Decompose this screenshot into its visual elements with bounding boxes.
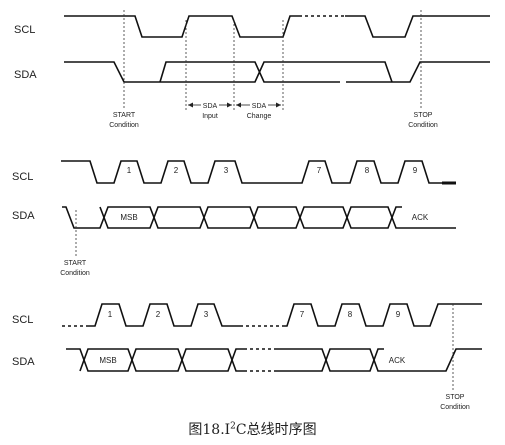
- stop-condition-label-2: Condition: [408, 122, 438, 129]
- start-condition-label-1: START: [64, 260, 87, 267]
- diagram-byte-transfer-stop: SCL SDA 1 2 3 7 8 9 MSB ACK STOP Conditi…: [12, 303, 482, 411]
- sda-waveform-a: [62, 206, 402, 229]
- start-condition-label-2: Condition: [109, 122, 139, 129]
- msb-label: MSB: [120, 213, 137, 222]
- ack-label: ACK: [389, 356, 406, 365]
- start-condition-label-1: START: [113, 112, 136, 119]
- clock-number: 2: [156, 310, 161, 319]
- sda-ellipsis: [244, 348, 276, 372]
- start-condition-label-2: Condition: [60, 270, 90, 277]
- sda-waveform-high: [159, 61, 340, 83]
- clock-number: 9: [413, 166, 418, 175]
- diagram-byte-transfer-start: SCL SDA 1 2 3 7 8 9 MSB ACK START Condit…: [12, 160, 456, 277]
- scl-waveform: [64, 15, 299, 38]
- sda-waveform-c: [276, 348, 384, 372]
- sda-change-label-2: Change: [247, 113, 272, 120]
- caption-superscript: 2: [230, 421, 236, 432]
- scl-label: SCL: [14, 24, 35, 36]
- sda-input-label-2: Input: [202, 113, 218, 120]
- caption-suffix: C总线时序图: [235, 422, 317, 438]
- clock-number: 1: [127, 166, 132, 175]
- clock-number: 8: [348, 310, 353, 319]
- timing-diagrams: SCL SDA START Condition SDA: [12, 10, 490, 411]
- clock-number: 2: [174, 166, 179, 175]
- scl-waveform-end: [345, 15, 490, 38]
- scl-label: SCL: [12, 314, 33, 326]
- sda-input-arrow: [188, 102, 232, 108]
- sda-waveform-a: [66, 348, 244, 372]
- scl-waveform: [88, 303, 240, 327]
- clock-number: 3: [224, 166, 229, 175]
- scl-label: SCL: [12, 171, 33, 183]
- sda-waveform-low: [64, 61, 393, 83]
- sda-waveform-b: [79, 348, 244, 372]
- figure-caption: 图18.I2C总线时序图: [0, 419, 505, 439]
- scl-waveform-end: [282, 303, 482, 327]
- stop-condition-label-1: STOP: [446, 394, 465, 401]
- clock-number: 7: [300, 310, 305, 319]
- sda-input-label-1: SDA: [203, 103, 218, 110]
- clock-number: 1: [108, 310, 113, 319]
- sda-label: SDA: [12, 356, 35, 368]
- diagram-basic-timing: SCL SDA START Condition SDA: [14, 10, 490, 129]
- sda-waveform-d: [276, 348, 482, 372]
- stop-condition-label-2: Condition: [440, 404, 470, 411]
- scl-waveform: [61, 160, 442, 184]
- ack-label: ACK: [412, 213, 429, 222]
- clock-number: 7: [317, 166, 322, 175]
- msb-label: MSB: [99, 356, 116, 365]
- caption-prefix: 图18.I: [188, 422, 231, 438]
- sda-change-label-1: SDA: [252, 103, 267, 110]
- sda-label: SDA: [12, 210, 35, 222]
- sda-waveform-b: [99, 206, 456, 229]
- clock-number: 3: [204, 310, 209, 319]
- sda-waveform-end: [346, 61, 490, 83]
- clock-number: 8: [365, 166, 370, 175]
- sda-change-arrow: [236, 102, 281, 108]
- stop-condition-label-1: STOP: [414, 112, 433, 119]
- clock-number: 9: [396, 310, 401, 319]
- sda-label: SDA: [14, 69, 37, 81]
